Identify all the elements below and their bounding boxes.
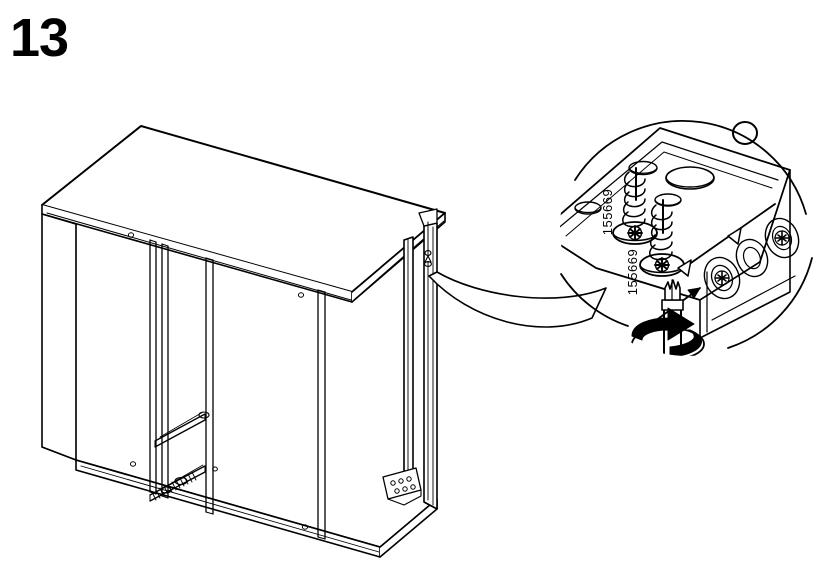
screw-upper (612, 167, 658, 245)
screw-star-recess-lower (654, 257, 670, 273)
rotate-clockwise-arrow-icon (631, 307, 705, 356)
detail-circle-boundary (560, 120, 813, 349)
cabinet-divider-left (149, 239, 169, 499)
drawer-rail-lower (149, 464, 206, 502)
screw-head-inserted-2 (774, 230, 790, 246)
corner-bracket-bottom-right (382, 467, 422, 506)
detail-circle (560, 120, 813, 356)
part-label-screw-upper: 155669 (600, 189, 615, 235)
detail-fitting-side-wall (699, 169, 800, 339)
cabinet-divider-right (205, 257, 214, 515)
cabinet-divider-far-right (317, 289, 326, 540)
cabinet-top-panel (41, 125, 446, 303)
insertion-arrow-icon (635, 203, 776, 336)
detail-callout-connector (428, 271, 607, 328)
cabinet-right-inner-panel (403, 236, 414, 487)
screw-head-inserted-1 (714, 270, 730, 286)
detail-top-face-holes (574, 121, 758, 215)
screw-location-markers (424, 221, 432, 267)
screw-star-recess-upper (627, 225, 643, 241)
cabinet-frame (41, 125, 446, 558)
hole-markers (127, 232, 309, 530)
step-number: 13 (10, 8, 69, 68)
drawer-rail-upper (154, 411, 210, 448)
cabinet-left-side-panel (41, 213, 77, 461)
cabinet-right-side-panel (418, 208, 438, 510)
part-label-screw-lower: 155669 (625, 249, 640, 295)
cabinet-bottom-panel (75, 459, 438, 558)
